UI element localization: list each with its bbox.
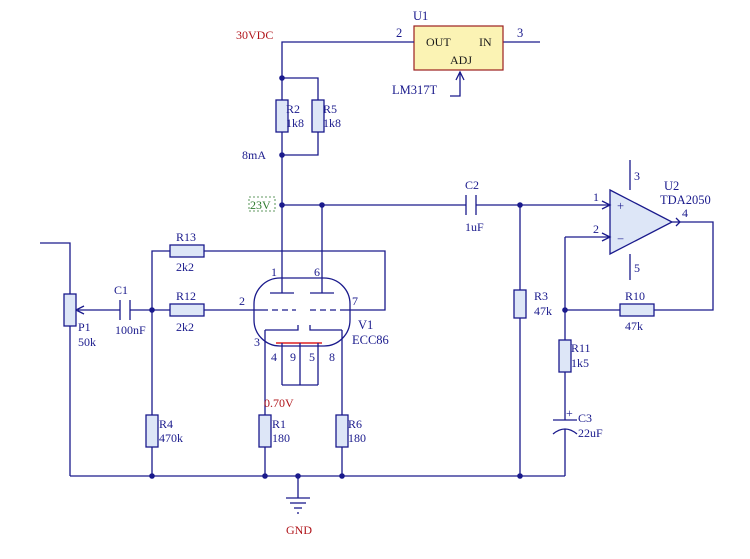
u2-pin5: 5 [634, 261, 640, 275]
resistor-r5: R5 1k8 [311, 99, 341, 133]
net-supply: 30VDC [236, 28, 273, 42]
r13-ref: R13 [176, 230, 196, 244]
resistor-r6: R6 180 [335, 414, 366, 448]
capacitor-c2: C2 1uF [458, 178, 484, 234]
c3-value: 22uF [578, 426, 603, 440]
v1-pin-1: 1 [271, 265, 277, 279]
c3-ref: C3 [578, 411, 592, 425]
vacuum-tube-v1: 1 6 2 7 3 4 9 5 8 V1 ECC86 [239, 265, 389, 386]
net-current: 8mA [242, 148, 266, 162]
r1-value: 180 [272, 431, 290, 445]
v1-pin-5: 5 [309, 350, 315, 364]
resistor-r4: R4 470k [145, 414, 183, 448]
u2-pin2: 2 [593, 222, 599, 236]
c3-polarity: + [566, 406, 573, 420]
resistor-r12: R12 2k2 [169, 289, 205, 334]
u2-plus: + [617, 199, 624, 213]
u1-pin2: 2 [396, 26, 402, 40]
c2-value: 1uF [465, 220, 484, 234]
capacitor-c1: C1 100nF [114, 283, 146, 337]
v1-pin-2: 2 [239, 294, 245, 308]
r4-ref: R4 [159, 417, 173, 431]
r3-value: 47k [534, 304, 552, 318]
potentiometer-p1: P1 50k [63, 293, 96, 349]
r11-ref: R11 [571, 341, 591, 355]
r12-value: 2k2 [176, 320, 194, 334]
c2-ref: C2 [465, 178, 479, 192]
r10-ref: R10 [625, 289, 645, 303]
r10-value: 47k [625, 319, 643, 333]
junctions [149, 75, 568, 479]
u2-ref: U2 [664, 179, 679, 193]
v1-pin-3: 3 [254, 335, 260, 349]
u1-ref: U1 [413, 9, 428, 23]
r5-value: 1k8 [323, 116, 341, 130]
r1-ref: R1 [272, 417, 286, 431]
r4-value: 470k [159, 431, 183, 445]
u1-out-label: OUT [426, 35, 451, 49]
u1-adj-label: ADJ [450, 53, 472, 67]
r5-ref: R5 [323, 102, 337, 116]
v1-pin-4: 4 [271, 350, 277, 364]
net-plate-label: 23V [248, 196, 276, 212]
u1-part: LM317T [392, 83, 438, 97]
wires [40, 41, 714, 498]
v1-pin-6: 6 [314, 265, 320, 279]
v1-ref: V1 [358, 318, 373, 332]
resistor-r11: R11 1k5 [558, 339, 591, 373]
r2-ref: R2 [286, 102, 300, 116]
v1-pin-7: 7 [352, 294, 358, 308]
u1-in-label: IN [479, 35, 492, 49]
net-ground: GND [286, 523, 312, 537]
p1-value: 50k [78, 335, 96, 349]
u2-pin1: 1 [593, 190, 599, 204]
capacitor-c3: + C3 22uF [552, 406, 603, 440]
resistor-r2: R2 1k8 [275, 99, 304, 133]
net-cathode: 0.70V [264, 396, 294, 410]
c1-ref: C1 [114, 283, 128, 297]
c1-value: 100nF [115, 323, 146, 337]
r11-value: 1k5 [571, 356, 589, 370]
p1-ref: P1 [78, 320, 91, 334]
ground-symbol: GND [286, 497, 312, 537]
r2-value: 1k8 [286, 116, 304, 130]
resistor-r1: R1 180 [258, 414, 290, 448]
v1-pin-8: 8 [329, 350, 335, 364]
resistor-r13: R13 2k2 [169, 230, 205, 274]
u2-pin3: 3 [634, 169, 640, 183]
u1-pin3: 3 [517, 26, 523, 40]
r12-ref: R12 [176, 289, 196, 303]
v1-part: ECC86 [352, 333, 389, 347]
resistor-r10: R10 47k [619, 289, 655, 333]
amplifier-u2: + − 1 2 3 4 5 U2 TDA2050 [593, 169, 711, 275]
v1-pin-9: 9 [290, 350, 296, 364]
net-plate: 23V [250, 198, 271, 212]
r13-value: 2k2 [176, 260, 194, 274]
u2-minus: − [617, 232, 624, 246]
u2-pin4: 4 [682, 206, 688, 220]
r6-value: 180 [348, 431, 366, 445]
regulator-u1: OUT IN ADJ 2 3 U1 LM317T [392, 9, 523, 97]
r3-ref: R3 [534, 289, 548, 303]
r6-ref: R6 [348, 417, 362, 431]
resistor-r3: R3 47k [513, 289, 552, 319]
u2-part: TDA2050 [660, 193, 711, 207]
